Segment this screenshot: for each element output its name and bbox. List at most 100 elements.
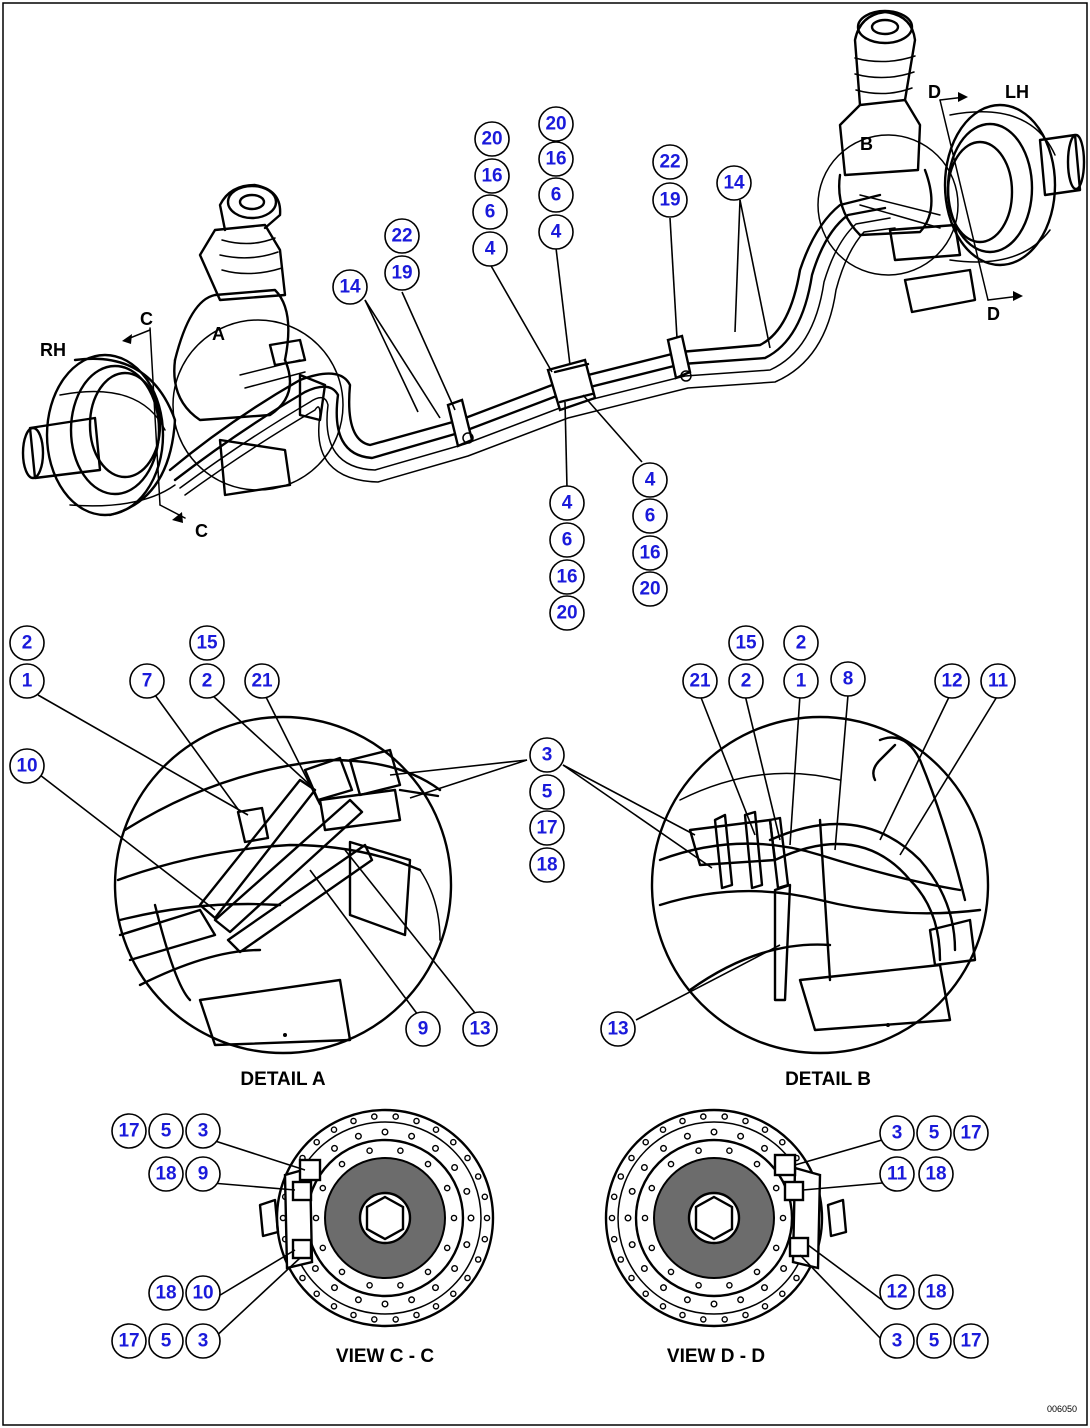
bolt-hole	[354, 1296, 362, 1304]
bolt-hole	[721, 1113, 729, 1120]
callout-a-7[interactable]: 7	[129, 663, 165, 699]
callout-a-1[interactable]: 1	[9, 663, 45, 699]
callout-m-20-b[interactable]: 20	[538, 106, 574, 142]
bolt-hole	[370, 1113, 378, 1120]
bolt-hole	[761, 1303, 769, 1310]
callout-c-17b[interactable]: 17	[111, 1323, 147, 1359]
svg-text:2: 2	[22, 633, 33, 654]
callout-b-11[interactable]: 11	[980, 663, 1016, 699]
svg-text:13: 13	[607, 1019, 628, 1040]
callout-m-4-d[interactable]: 4	[632, 462, 668, 498]
callout-d-5a[interactable]: 5	[916, 1115, 952, 1151]
bolt-hole	[354, 1132, 362, 1140]
callout-m-6-b[interactable]: 6	[538, 177, 574, 213]
callout-m-16-c[interactable]: 16	[549, 559, 585, 595]
bolt-hole	[679, 1117, 686, 1125]
callout-b-8[interactable]: 8	[830, 661, 866, 697]
bolt-hole	[451, 1264, 459, 1272]
callout-m-20-a[interactable]: 20	[474, 121, 510, 157]
callout-c-5b[interactable]: 5	[148, 1323, 184, 1359]
bolt-hole	[695, 1282, 702, 1289]
callout-a-13[interactable]: 13	[462, 1011, 498, 1047]
bolt-hole	[392, 1113, 400, 1120]
callout-m-6-a[interactable]: 6	[472, 194, 508, 230]
svg-text:21: 21	[251, 671, 273, 692]
callout-d-3a[interactable]: 3	[879, 1115, 915, 1151]
bolt-hole	[330, 1303, 338, 1310]
tube-clamps	[446, 334, 692, 448]
callout-b-15[interactable]: 15	[728, 625, 764, 661]
callout-c-3b[interactable]: 3	[185, 1323, 221, 1359]
callout-a-9[interactable]: 9	[405, 1011, 441, 1047]
callout-b-2[interactable]: 2	[783, 625, 819, 661]
callout-b-2b[interactable]: 2	[728, 663, 764, 699]
callout-m-19-b[interactable]: 19	[652, 182, 688, 218]
callout-s-17[interactable]: 17	[529, 810, 565, 846]
callout-d-18b[interactable]: 18	[918, 1274, 954, 1310]
callout-m-4-c[interactable]: 4	[549, 485, 585, 521]
bolt-hole	[408, 1296, 416, 1304]
callout-m-20-d[interactable]: 20	[632, 571, 668, 607]
svg-text:20: 20	[556, 603, 577, 624]
callout-c-10[interactable]: 10	[185, 1275, 221, 1311]
bolt-hole	[608, 1214, 616, 1222]
svg-text:12: 12	[886, 1282, 907, 1303]
callout-a-21[interactable]: 21	[244, 663, 280, 699]
callout-m-19-a[interactable]: 19	[384, 255, 420, 291]
callout-d-17b[interactable]: 17	[953, 1323, 989, 1359]
view-d-caption: VIEW D - D	[667, 1346, 765, 1367]
brake-tubes	[168, 193, 896, 496]
callout-m-22-b[interactable]: 22	[652, 144, 688, 180]
svg-text:10: 10	[192, 1283, 213, 1304]
callout-a-10[interactable]: 10	[9, 748, 45, 784]
callout-m-6-d[interactable]: 6	[632, 498, 668, 534]
bolt-hole	[779, 1290, 786, 1298]
callout-m-16-d[interactable]: 16	[632, 535, 668, 571]
callout-c-18a[interactable]: 18	[148, 1156, 184, 1192]
callout-s-5[interactable]: 5	[529, 774, 565, 810]
callout-c-5a[interactable]: 5	[148, 1113, 184, 1149]
bolt-hole	[463, 1187, 471, 1195]
callout-d-3b[interactable]: 3	[879, 1323, 915, 1359]
callout-m-4-b[interactable]: 4	[538, 214, 574, 250]
callout-m-14-a[interactable]: 14	[332, 269, 368, 305]
bolt-hole	[338, 1160, 346, 1168]
callout-s-3[interactable]: 3	[529, 737, 565, 773]
rh-label: RH	[40, 340, 66, 360]
callout-c-17a[interactable]: 17	[111, 1113, 147, 1149]
svg-text:3: 3	[198, 1331, 209, 1352]
callout-m-14-b[interactable]: 14	[716, 165, 752, 201]
svg-text:3: 3	[198, 1121, 209, 1142]
callout-d-11[interactable]: 11	[879, 1156, 915, 1192]
section-marker-c-bottom: C	[195, 521, 208, 541]
callout-m-16-b[interactable]: 16	[538, 141, 574, 177]
callout-c-3a[interactable]: 3	[185, 1113, 221, 1149]
callout-b-21[interactable]: 21	[682, 663, 718, 699]
callout-a-2b[interactable]: 2	[189, 663, 225, 699]
callout-a-2[interactable]: 2	[9, 625, 45, 661]
callout-d-17a[interactable]: 17	[953, 1115, 989, 1151]
callout-m-6-c[interactable]: 6	[549, 522, 585, 558]
callout-d-18a[interactable]: 18	[918, 1156, 954, 1192]
bolt-hole	[742, 1117, 749, 1125]
callout-d-5b[interactable]: 5	[916, 1323, 952, 1359]
bolt-hole	[331, 1284, 339, 1292]
callout-b-13[interactable]: 13	[600, 1011, 636, 1047]
bolt-hole	[467, 1214, 475, 1222]
callout-b-1[interactable]: 1	[783, 663, 819, 699]
callout-a-15[interactable]: 15	[189, 625, 225, 661]
callout-m-16-a[interactable]: 16	[474, 158, 510, 194]
callout-d-12[interactable]: 12	[879, 1274, 915, 1310]
svg-text:7: 7	[142, 671, 153, 692]
callout-s-18[interactable]: 18	[529, 847, 565, 883]
callout-c-9[interactable]: 9	[185, 1156, 221, 1192]
svg-text:18: 18	[925, 1164, 946, 1185]
callout-m-4-a[interactable]: 4	[472, 231, 508, 267]
callout-b-12[interactable]: 12	[934, 663, 970, 699]
callout-m-20-c[interactable]: 20	[549, 595, 585, 631]
callout-m-22-a[interactable]: 22	[384, 218, 420, 254]
svg-text:16: 16	[556, 567, 577, 588]
svg-text:20: 20	[545, 114, 566, 135]
svg-text:12: 12	[941, 671, 962, 692]
callout-c-18b[interactable]: 18	[148, 1275, 184, 1311]
